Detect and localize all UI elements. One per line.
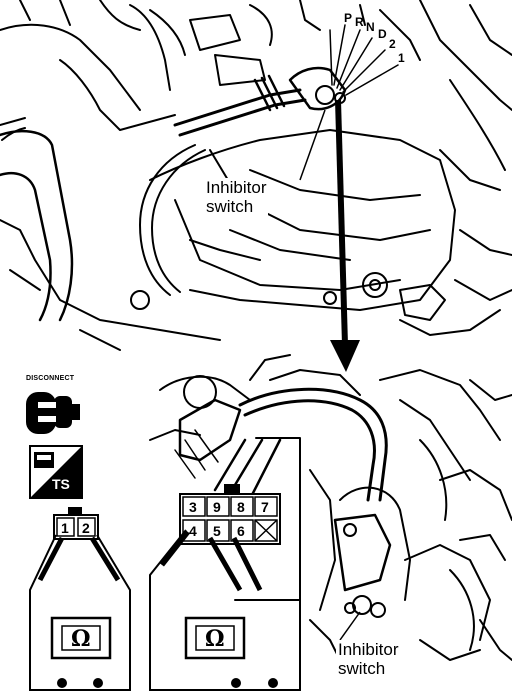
ohm-symbol-right: Ω	[205, 626, 225, 652]
connector-2pin: 1 2	[53, 507, 99, 540]
connector-9pin: 3 9 8 7 4 5 6	[179, 484, 281, 545]
ohm-symbol-left: Ω	[71, 626, 91, 652]
ohmmeter-left: Ω	[50, 616, 112, 660]
down-arrow-icon	[330, 99, 360, 372]
meter-probes-left	[29, 534, 131, 691]
pin-9pin-7: 7	[261, 499, 269, 515]
inhibitor-bottom-leader	[339, 611, 361, 641]
pin-9pin-3: 3	[189, 499, 197, 515]
gear-d: D	[378, 27, 387, 41]
inhibitor-top-leader	[299, 109, 326, 181]
inhibitor-top-line2: switch	[206, 197, 254, 216]
gear-1: 1	[398, 51, 405, 65]
gear-positions: P R N D 2 1	[344, 11, 405, 65]
switch-closeup-illustration	[149, 354, 512, 661]
inhibitor-top-line1: Inhibitor	[206, 178, 267, 197]
pin-2pin-2: 2	[82, 520, 90, 536]
pin-9pin-8: 8	[237, 499, 245, 515]
ohmmeter-right: Ω	[184, 616, 246, 660]
pin-9pin-4: 4	[189, 523, 197, 539]
pin-2pin-1: 1	[61, 520, 69, 536]
pin-9pin-9: 9	[213, 499, 221, 515]
inhibitor-bottom-line1: Inhibitor	[338, 640, 399, 659]
inhibitor-switch-label-bottom: Inhibitor switch	[336, 640, 401, 678]
gear-2: 2	[389, 37, 396, 51]
disconnect-connector-icon	[26, 392, 80, 434]
pin-9pin-6: 6	[237, 523, 245, 539]
gear-n: N	[366, 20, 375, 34]
transmission-illustration	[0, 0, 512, 351]
inhibitor-switch-label-top: Inhibitor switch	[204, 178, 269, 216]
ts-meter-icon	[29, 445, 83, 499]
gear-p: P	[344, 11, 352, 25]
meter-probes-right	[149, 529, 301, 691]
ts-label: TS	[52, 476, 70, 492]
gear-r: R	[355, 15, 364, 29]
inhibitor-bottom-line2: switch	[338, 659, 386, 678]
disconnect-label: DISCONNECT	[26, 375, 75, 382]
pin-9pin-5: 5	[213, 523, 221, 539]
